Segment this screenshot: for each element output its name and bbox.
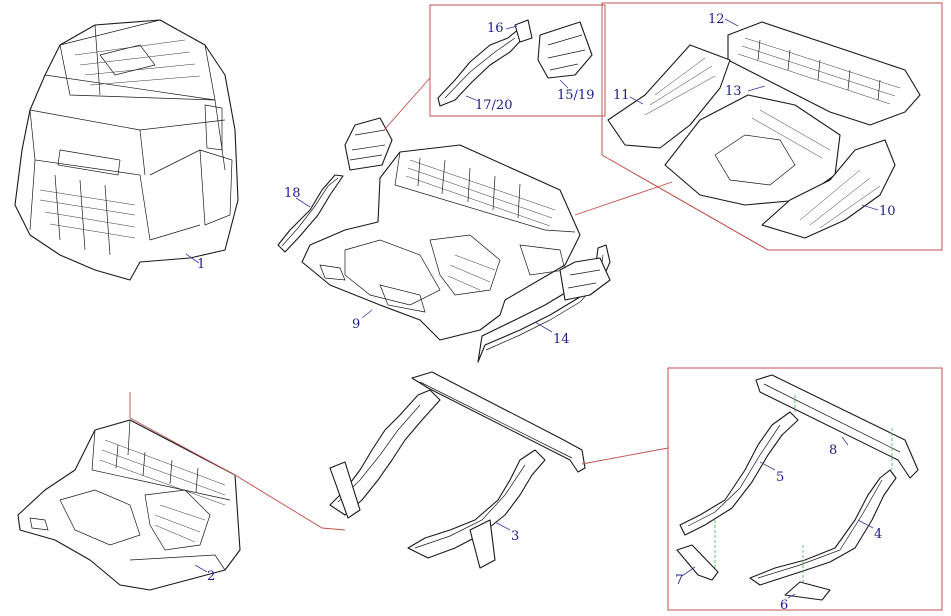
label-part-2: 2 [207,569,215,584]
label-part-17-20: 17/20 [475,98,512,113]
callout-box-small-brackets [383,4,606,131]
label-part-14: 14 [553,332,570,347]
label-part-7: 7 [675,573,683,588]
label-part-10: 10 [879,204,896,219]
label-part-8: 8 [829,443,837,458]
frame-members-detail [676,374,919,601]
label-part-18: 18 [284,186,301,201]
callout-box-floor-panels [574,2,943,251]
alignment-guides [714,395,893,582]
label-part-6: 6 [780,598,788,613]
label-part-5: 5 [776,470,784,485]
label-part-12: 12 [708,12,725,27]
label-part-3: 3 [511,529,519,544]
left-sill-reinforcement [277,117,393,253]
floor-assembly [301,144,581,341]
underbody-frame-assembly [329,371,586,569]
cab-body-assembly [14,19,239,281]
label-part-15-19: 15/19 [557,88,594,103]
callout-box-frame-members [581,367,943,611]
label-part-13: 13 [725,84,742,99]
floor-panels-detail [607,21,921,239]
floor-with-frame-assembly [17,419,241,591]
label-part-4: 4 [874,527,882,542]
right-sill-reinforcement [477,244,611,363]
callout-link-part2 [129,392,346,531]
label-part-16: 16 [487,21,504,36]
label-part-9: 9 [352,317,360,332]
label-part-11: 11 [613,88,630,103]
label-part-1: 1 [197,257,205,272]
brackets-detail [437,19,593,107]
